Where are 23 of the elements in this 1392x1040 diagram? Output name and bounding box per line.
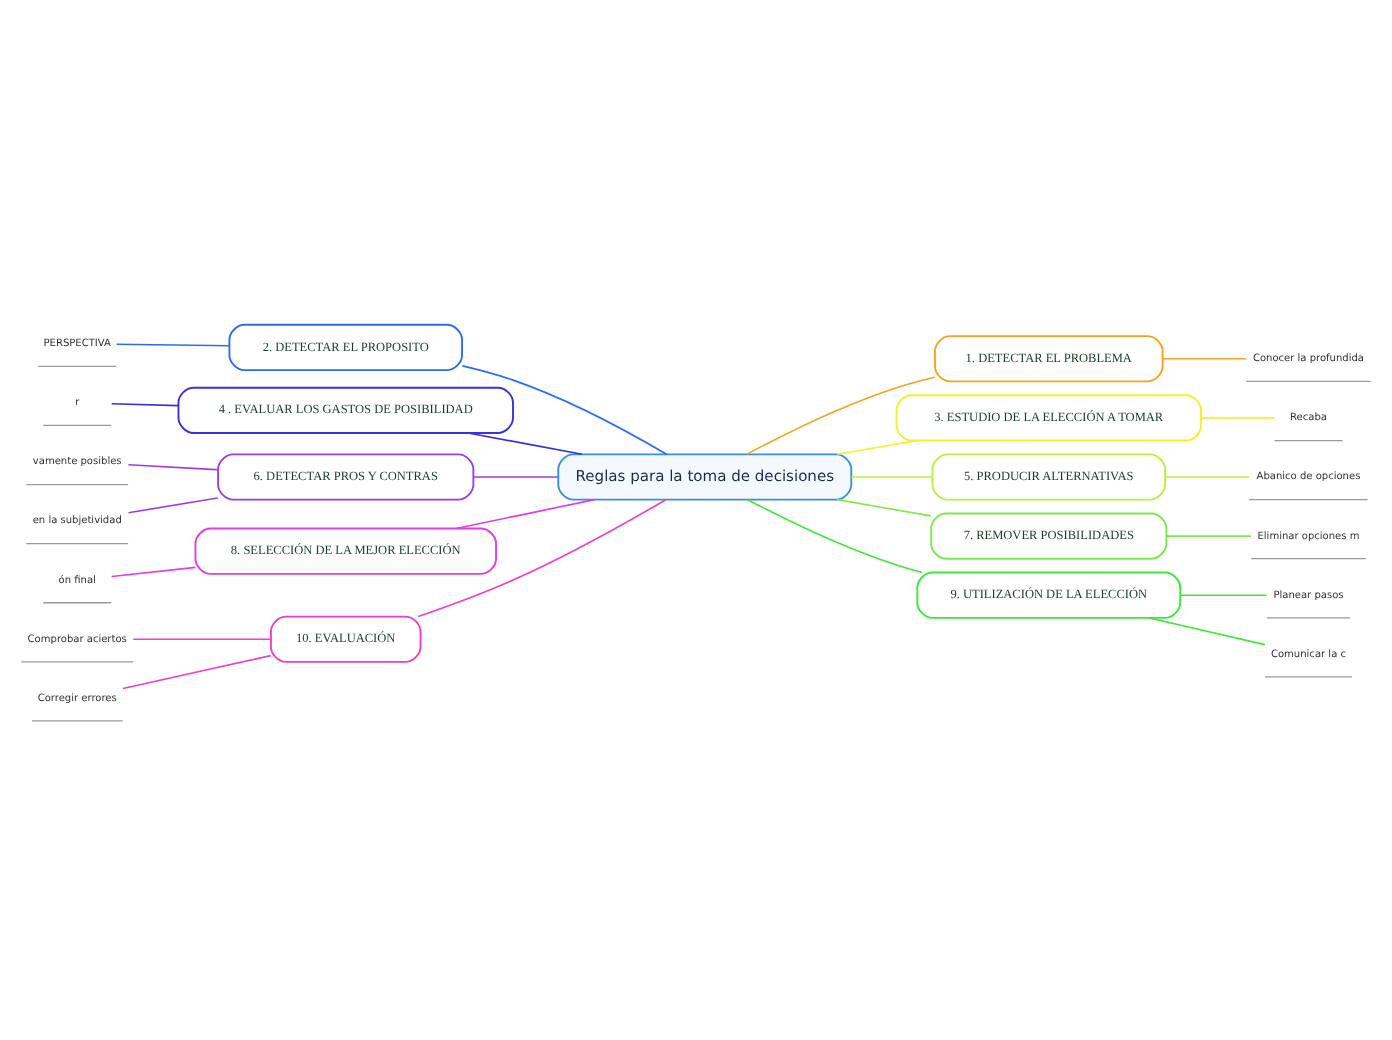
connector [1162, 356, 1247, 359]
connector [472, 475, 559, 477]
connector [1164, 475, 1250, 477]
connector [115, 342, 231, 346]
connector [127, 462, 219, 470]
connector [110, 401, 179, 406]
connector [1179, 593, 1268, 595]
connector [467, 431, 583, 455]
connector [746, 375, 936, 455]
connector [836, 438, 918, 455]
connector [836, 497, 932, 516]
connector [455, 497, 596, 529]
connector [127, 496, 219, 513]
connector [132, 637, 272, 640]
connector [1200, 416, 1276, 418]
connector [122, 653, 272, 689]
connector [1165, 534, 1252, 536]
connector [746, 497, 923, 573]
connector [110, 565, 197, 577]
connector [461, 364, 668, 455]
connector [417, 497, 667, 617]
connector [850, 475, 934, 477]
connector [1147, 616, 1266, 645]
